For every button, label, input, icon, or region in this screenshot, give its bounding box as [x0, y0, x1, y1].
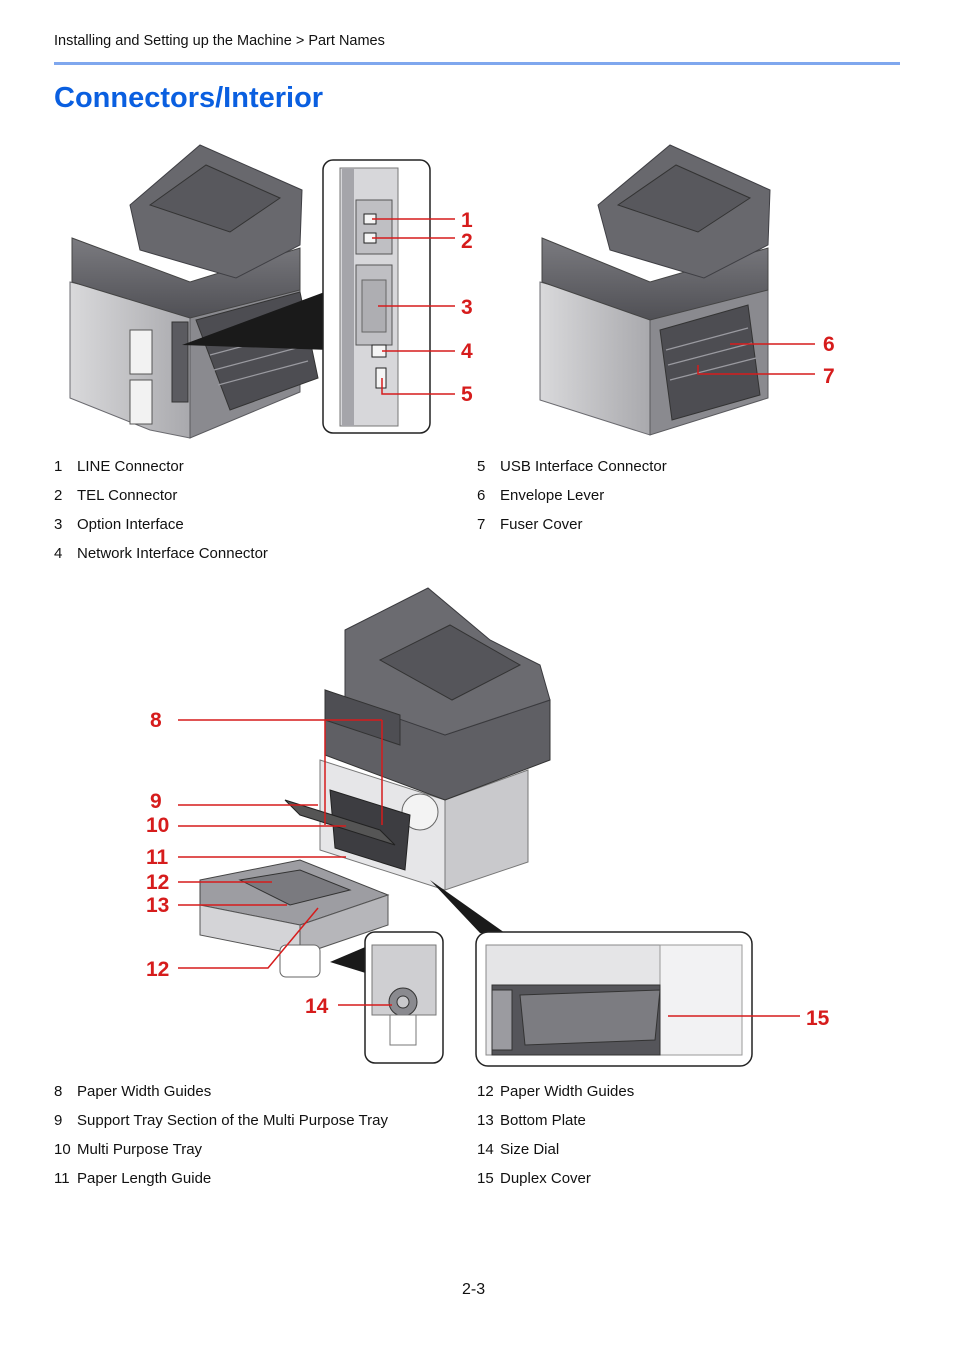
callout-4: 4	[461, 340, 473, 363]
figure2-callouts: 8 9 10 11 12 13 12 14 15	[146, 709, 830, 1030]
callout-1: 1	[461, 209, 473, 232]
callout-8: 8	[150, 709, 162, 732]
zoom-cone-duplex	[430, 880, 505, 933]
zoom-cone	[182, 290, 330, 350]
page-title: Connectors/Interior	[54, 82, 324, 114]
breadcrumb: Installing and Setting up the Machine > …	[54, 33, 385, 49]
callout-15: 15	[806, 1007, 830, 1030]
connector-panel-detail	[322, 159, 431, 434]
callout-5: 5	[461, 383, 473, 406]
callout-7: 7	[823, 365, 835, 388]
size-dial-inset	[364, 931, 444, 1064]
front-interior-figure: 8 9 10 11 12 13 12 14 15	[146, 587, 830, 1067]
callout-12a: 12	[146, 871, 169, 894]
figure1-callouts: 1 2 3 4 5 6 7	[372, 209, 835, 406]
printer-rear-view-left	[69, 144, 319, 439]
callout-13: 13	[146, 894, 169, 917]
callout-10: 10	[146, 814, 169, 837]
callout-12b: 12	[146, 958, 169, 981]
callout-6: 6	[823, 333, 835, 356]
callout-14: 14	[305, 995, 329, 1018]
callout-11: 11	[146, 846, 169, 869]
callout-2: 2	[461, 230, 473, 253]
zoom-cone-dial	[330, 945, 372, 975]
paper-cassette	[199, 859, 390, 978]
header-rule	[54, 62, 900, 65]
duplex-cover-inset	[475, 931, 753, 1067]
callout-3: 3	[461, 296, 473, 319]
page-number: 2-3	[462, 1281, 486, 1298]
callout-9: 9	[150, 790, 162, 813]
printer-front-view	[284, 587, 551, 891]
printer-rear-view-right	[539, 144, 771, 436]
rear-connectors-figure: 1 2 3 4 5 6 7	[69, 144, 835, 439]
